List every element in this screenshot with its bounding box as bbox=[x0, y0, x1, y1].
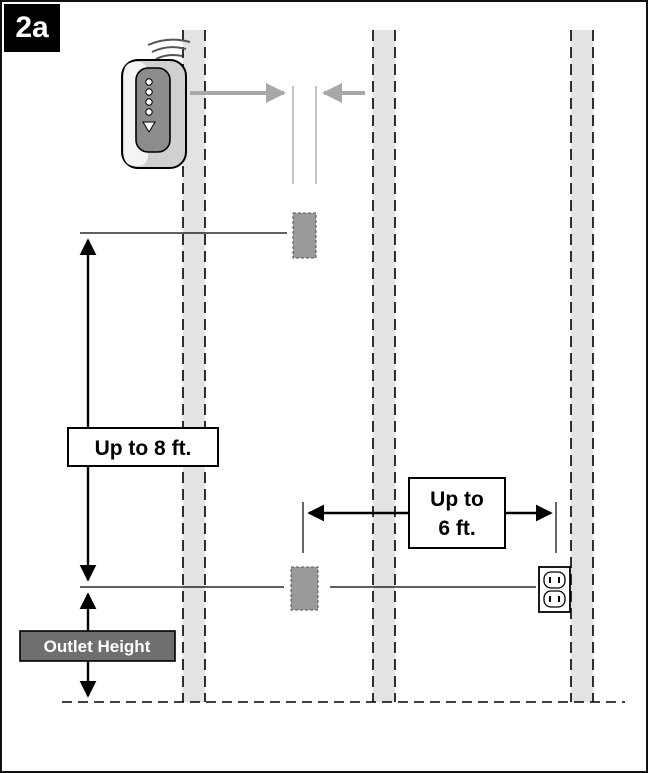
stud-edge-arrows bbox=[190, 83, 365, 184]
horizontal-distance-text-line2: 6 ft. bbox=[438, 517, 475, 540]
stud-middle bbox=[372, 30, 396, 702]
lower-box-marker bbox=[290, 566, 319, 611]
vertical-distance-label: Up to 8 ft. bbox=[67, 427, 219, 467]
horizontal-distance-text-line1: Up to bbox=[430, 488, 484, 511]
vertical-distance-text: Up to 8 ft. bbox=[95, 437, 192, 460]
outlet-height-tag: Outlet Height bbox=[19, 630, 176, 662]
stud-finder-device-icon bbox=[121, 38, 191, 169]
horizontal-distance-label: Up to 6 ft. bbox=[408, 477, 506, 549]
outlet-height-text: Outlet Height bbox=[44, 637, 151, 656]
upper-box-marker bbox=[292, 212, 317, 259]
outlet-icon bbox=[538, 566, 571, 613]
stud-right bbox=[570, 30, 594, 702]
figure-label: 2a bbox=[4, 4, 60, 52]
